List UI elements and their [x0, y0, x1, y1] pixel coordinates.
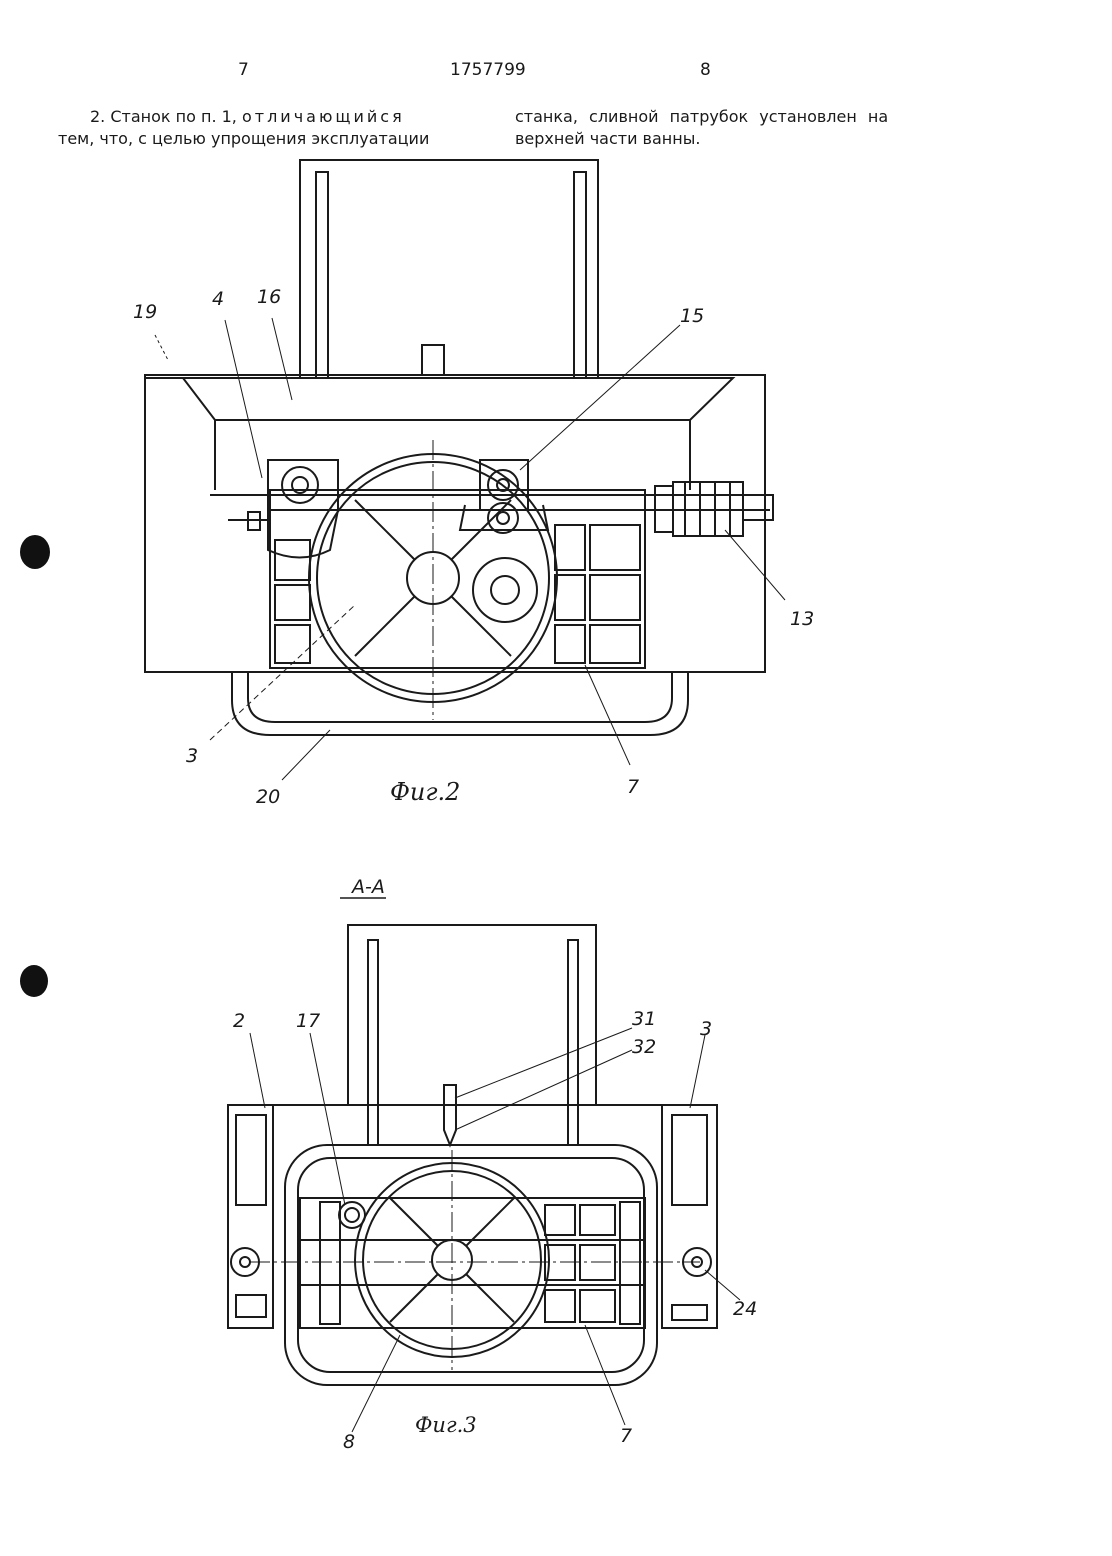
label-3: 3 — [700, 1018, 712, 1040]
label-19: 19 — [133, 301, 157, 323]
figure-3-drawing: 2 17 31 32 3 24 8 7 Фиг.3 — [228, 925, 757, 1453]
label-20: 20 — [256, 786, 280, 808]
section-title: А-А — [350, 876, 385, 898]
label-8: 8 — [343, 1431, 355, 1453]
label-7: 7 — [627, 776, 639, 798]
label-24: 24 — [733, 1298, 757, 1320]
label-7: 7 — [620, 1425, 632, 1447]
figure-2-caption: Фиг.2 — [390, 778, 460, 806]
label-31: 31 — [632, 1008, 656, 1030]
label-32: 32 — [632, 1036, 656, 1058]
label-15: 15 — [680, 305, 704, 327]
label-13: 13 — [790, 608, 814, 630]
label-16: 16 — [257, 286, 281, 308]
figure-3-caption: Фиг.3 — [415, 1413, 477, 1437]
label-4: 4 — [212, 288, 224, 310]
label-2: 2 — [233, 1010, 245, 1032]
label-3: 3 — [186, 745, 198, 767]
figure-2-drawing: 19 4 16 15 13 3 20 7 Фиг.2 — [133, 160, 814, 808]
label-17: 17 — [296, 1010, 320, 1032]
